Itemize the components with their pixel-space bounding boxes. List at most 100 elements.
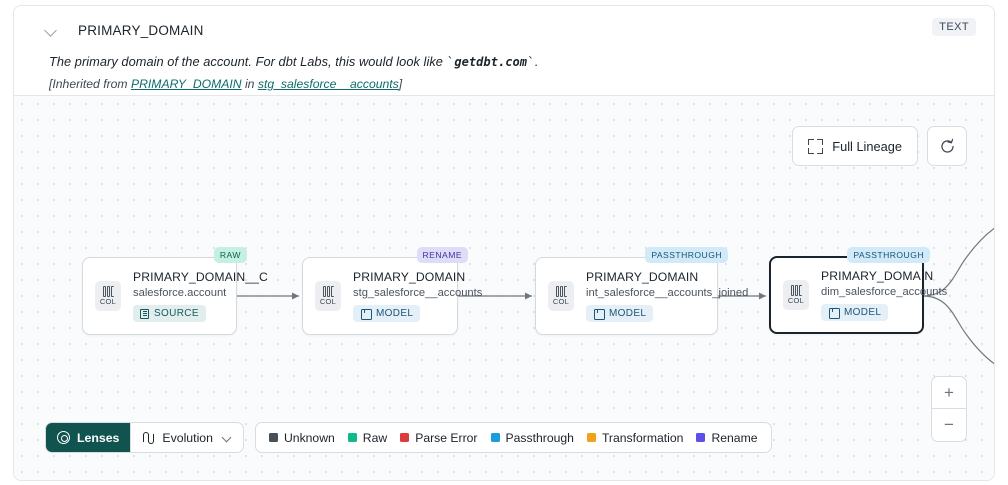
columns-icon xyxy=(790,285,802,296)
columns-icon xyxy=(555,286,567,297)
legend-label: Parse Error xyxy=(415,430,478,445)
column-chip: COL xyxy=(783,280,809,310)
document-icon xyxy=(140,308,149,319)
column-chip: COL xyxy=(95,281,121,311)
chevron-down-icon xyxy=(223,433,232,442)
materialization-label: MODEL xyxy=(844,307,882,318)
legend-label: Transformation xyxy=(601,430,684,445)
page-title: PRIMARY_DOMAIN xyxy=(78,22,204,38)
lens-selector: Lenses Evolution xyxy=(45,422,244,453)
node-table-name: dim_salesforce_accounts xyxy=(821,286,948,298)
materialization-badge: MODEL xyxy=(353,305,421,322)
materialization-badge: SOURCE xyxy=(133,305,206,322)
node-column-name: PRIMARY_DOMAIN xyxy=(353,270,466,284)
column-detail-panel: PRIMARY_DOMAIN TEXT The primary domain o… xyxy=(13,5,995,481)
inherited-model-link[interactable]: stg_salesforce__accounts xyxy=(257,77,399,91)
materialization-badge: MODEL xyxy=(821,304,889,321)
legend: Unknown Raw Parse Error Passthrough Tran… xyxy=(254,422,772,453)
cube-icon xyxy=(593,308,605,320)
lineage-node[interactable]: RAW COL PRIMARY_DOMAIN__C salesforce.acc… xyxy=(82,247,268,335)
evolution-icon xyxy=(142,431,155,445)
inherited-prefix: [Inherited from xyxy=(49,77,131,91)
zoom-out-button[interactable]: − xyxy=(944,415,954,434)
lens-tag: PASSTHROUGH xyxy=(847,247,930,263)
legend-item: Unknown xyxy=(268,430,335,445)
full-lineage-label: Full Lineage xyxy=(832,138,902,154)
node-column-name: PRIMARY_DOMAIN__C xyxy=(133,270,268,284)
node-column-name: PRIMARY_DOMAIN xyxy=(586,270,699,284)
node-body: PRIMARY_DOMAIN dim_salesforce_accounts M… xyxy=(821,269,957,321)
cube-icon xyxy=(360,308,372,320)
panel-header: PRIMARY_DOMAIN TEXT The primary domain o… xyxy=(14,6,994,94)
divider xyxy=(130,423,132,452)
lineage-node-selected[interactable]: PASSTHROUGH COL PRIMARY_DOMAIN dim_sales… xyxy=(769,247,947,334)
evolution-label: Evolution xyxy=(162,430,213,445)
legend-swatch xyxy=(696,433,706,442)
legend-label: Passthrough xyxy=(505,430,574,445)
legend-item: Transformation xyxy=(586,430,684,445)
node-body: PRIMARY_DOMAIN__C salesforce.account SOU… xyxy=(133,270,278,322)
node-table-name: salesforce.account xyxy=(133,287,227,299)
legend-swatch xyxy=(400,433,410,442)
zoom-controls: + − xyxy=(931,376,967,442)
lenses-label: Lenses xyxy=(77,430,120,445)
description-period: . xyxy=(534,54,539,69)
lenses-button[interactable]: Lenses xyxy=(46,423,131,452)
lineage-canvas[interactable]: RAW COL PRIMARY_DOMAIN__C salesforce.acc… xyxy=(14,95,994,480)
materialization-label: MODEL xyxy=(376,308,414,319)
legend-item: Raw xyxy=(347,430,388,445)
materialization-badge: MODEL xyxy=(586,305,654,322)
expand-icon xyxy=(808,138,824,154)
aperture-icon xyxy=(57,431,70,444)
column-chip-label: COL xyxy=(99,297,117,306)
column-description: The primary domain of the account. For d… xyxy=(49,54,539,70)
column-chip: COL xyxy=(315,281,341,311)
description-text: The primary domain of the account. For d… xyxy=(49,54,447,69)
node-table-name: stg_salesforce__accounts xyxy=(353,287,483,299)
node-body: PRIMARY_DOMAIN int_salesforce__accounts_… xyxy=(586,270,758,322)
inherited-column-link[interactable]: PRIMARY_DOMAIN xyxy=(130,77,242,91)
inherited-suffix: ] xyxy=(398,77,403,91)
full-lineage-button[interactable]: Full Lineage xyxy=(792,126,918,166)
lineage-node[interactable]: RENAME COL PRIMARY_DOMAIN stg_salesforce… xyxy=(302,247,482,335)
legend-label: Rename xyxy=(711,430,758,445)
column-chip: COL xyxy=(548,281,574,311)
evolution-dropdown[interactable]: Evolution xyxy=(131,423,243,452)
lineage-node[interactable]: PASSTHROUGH COL PRIMARY_DOMAIN int_sales… xyxy=(535,247,748,335)
canvas-toolbar: Full Lineage xyxy=(792,126,967,166)
legend-swatch xyxy=(347,433,357,442)
chevron-down-icon[interactable] xyxy=(44,23,58,37)
lineage-edges xyxy=(237,227,994,365)
legend-item: Passthrough xyxy=(490,430,574,445)
refresh-icon xyxy=(940,138,954,153)
lens-tag: RENAME xyxy=(416,247,468,263)
materialization-label: MODEL xyxy=(609,308,647,319)
inherited-from-note: [Inherited from PRIMARY_DOMAIN in stg_sa… xyxy=(49,77,976,91)
legend-item: Parse Error xyxy=(400,430,478,445)
node-table-name: int_salesforce__accounts_joined xyxy=(586,287,749,299)
columns-icon xyxy=(102,286,114,297)
cube-icon xyxy=(828,307,840,319)
column-chip-label: COL xyxy=(319,297,337,306)
legend-item: Rename xyxy=(696,430,758,445)
legend-swatch xyxy=(586,433,596,442)
inherited-middle: in xyxy=(241,77,258,91)
lens-tag: RAW xyxy=(213,247,247,263)
lineage-nodes: RAW COL PRIMARY_DOMAIN__C salesforce.acc… xyxy=(14,96,994,480)
column-chip-label: COL xyxy=(552,297,570,306)
column-chip-label: COL xyxy=(787,296,805,305)
title-row: PRIMARY_DOMAIN xyxy=(32,19,976,41)
legend-swatch xyxy=(268,433,278,442)
zoom-in-button[interactable]: + xyxy=(932,377,966,409)
legend-label: Unknown xyxy=(283,430,335,445)
columns-icon xyxy=(322,286,334,297)
canvas-bottom-bar: Lenses Evolution Unknown Raw xyxy=(45,422,772,453)
refresh-button[interactable] xyxy=(927,126,967,166)
legend-swatch xyxy=(490,433,500,442)
lens-tag: PASSTHROUGH xyxy=(645,247,728,263)
description-code: getdbt.com xyxy=(454,55,528,69)
legend-label: Raw xyxy=(362,430,388,445)
materialization-label: SOURCE xyxy=(154,308,199,319)
status-badge: TEXT xyxy=(932,18,976,36)
node-column-name: PRIMARY_DOMAIN xyxy=(821,269,934,283)
